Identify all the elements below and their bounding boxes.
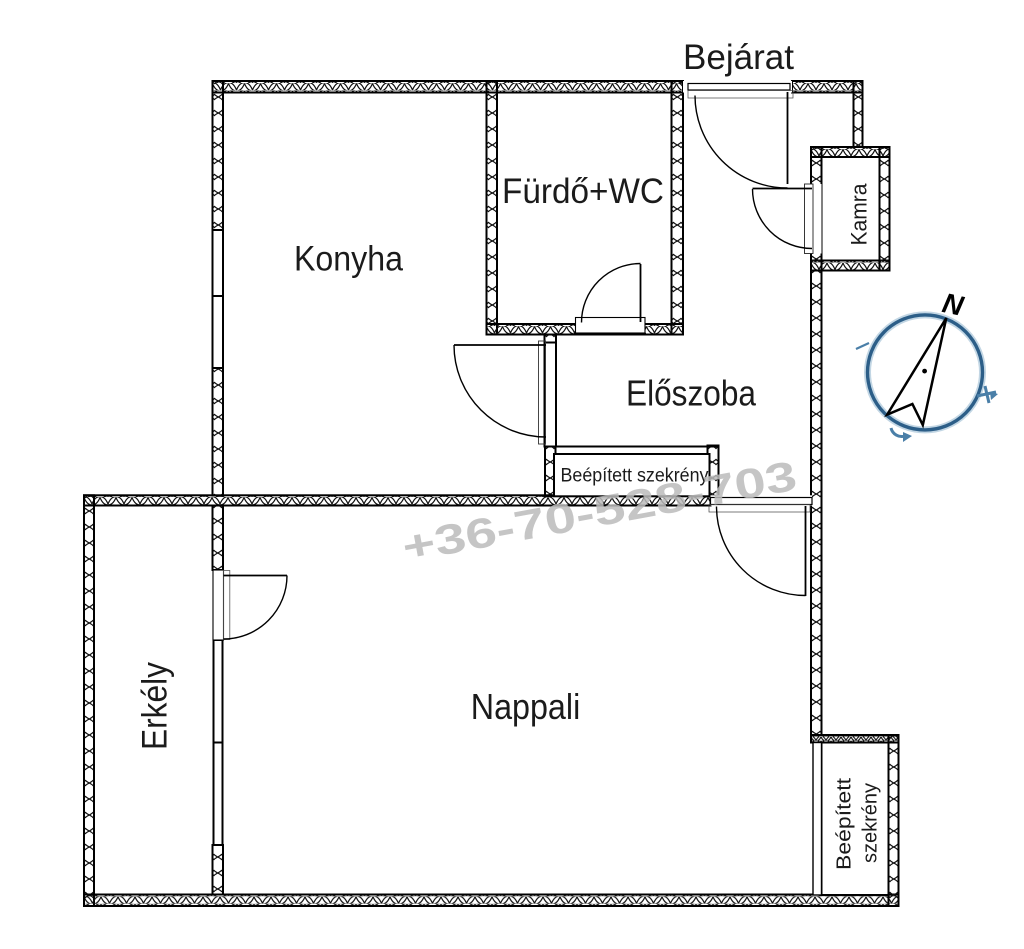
svg-text:szekrény: szekrény: [860, 783, 882, 863]
svg-text:Beépített: Beépített: [834, 777, 856, 870]
svg-text:Fürdő+WC: Fürdő+WC: [502, 172, 664, 211]
svg-text:Konyha: Konyha: [294, 240, 403, 279]
svg-text:Előszoba: Előszoba: [626, 373, 757, 414]
svg-text:Nappali: Nappali: [471, 686, 581, 727]
svg-text:Bejárat: Bejárat: [683, 38, 794, 77]
svg-text:Erkély: Erkély: [136, 662, 175, 750]
svg-text:Beépített szekrény: Beépített szekrény: [561, 465, 709, 487]
svg-text:Kamra: Kamra: [847, 183, 872, 245]
